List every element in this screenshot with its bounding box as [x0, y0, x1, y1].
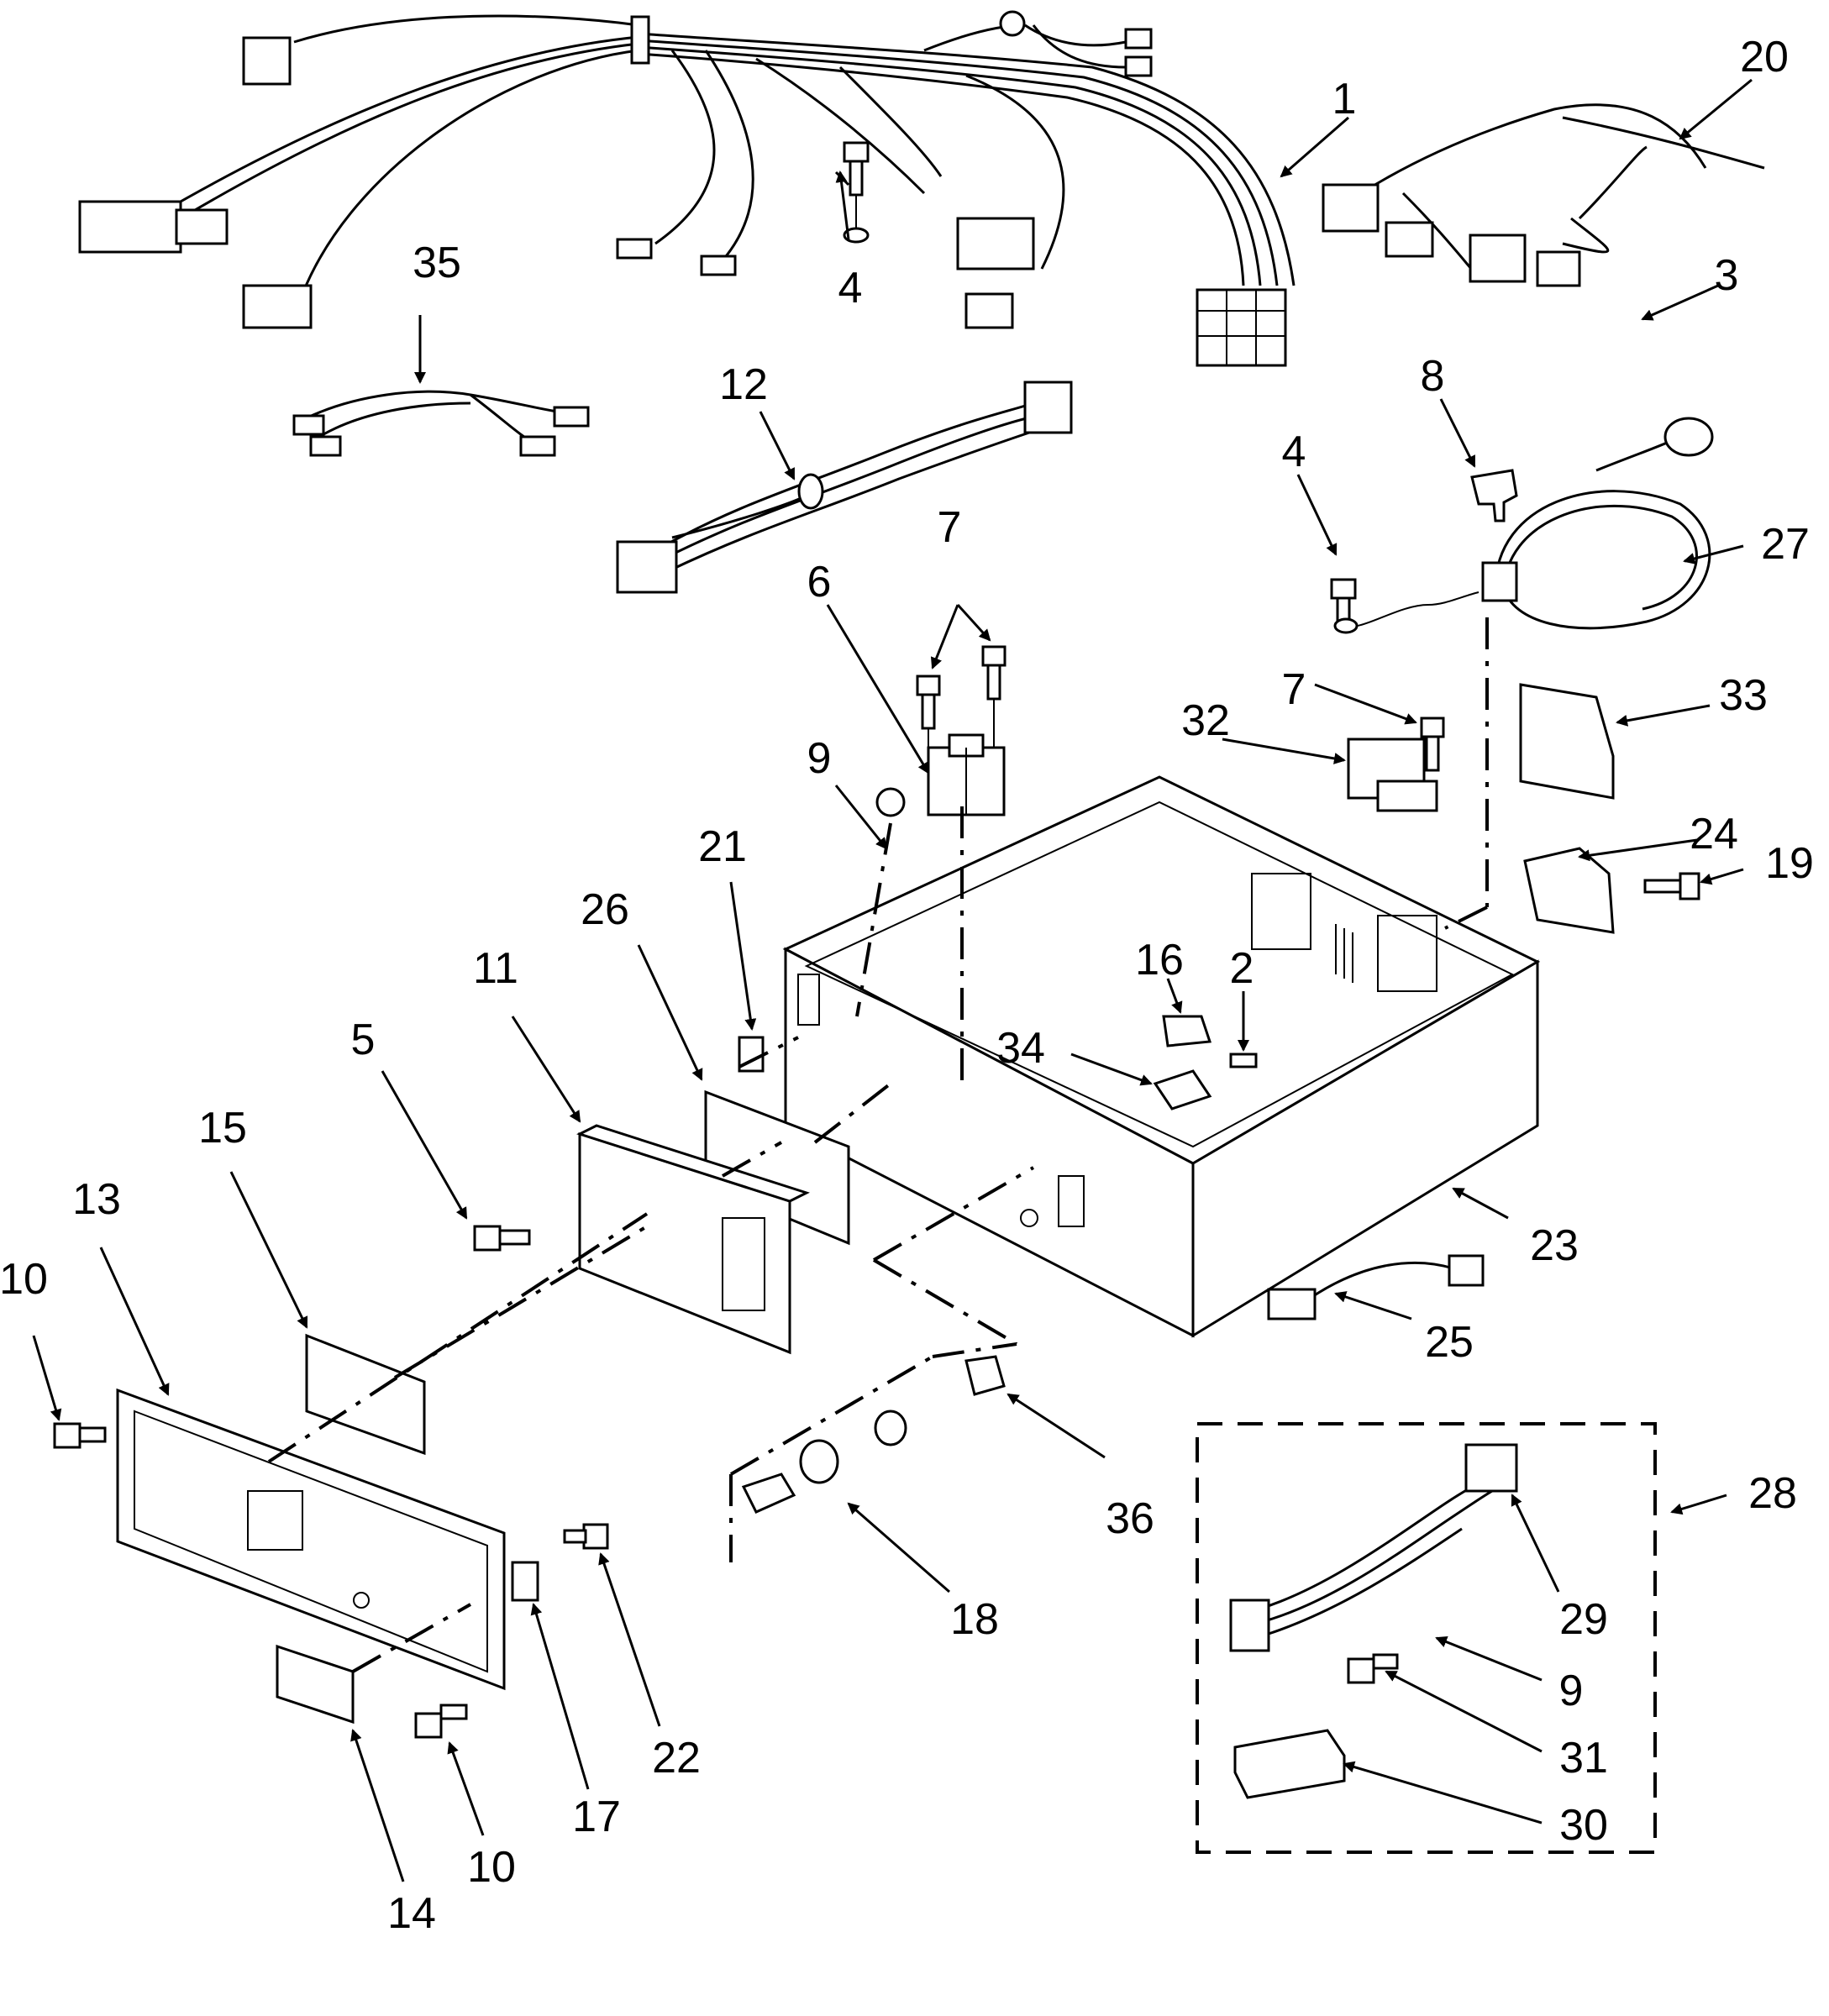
callout-13: 13: [72, 1175, 121, 1224]
clip-nut: [511, 1561, 539, 1602]
leader-arrows: [32, 78, 1753, 1882]
wire-harness-29: [1229, 1443, 1518, 1652]
callout-25: 25: [1425, 1318, 1474, 1367]
lock-assembly: [741, 1410, 907, 1514]
exploded-lines: [267, 617, 1489, 1673]
callout-2: 2: [1230, 944, 1254, 993]
callout-8: 8: [1421, 352, 1445, 401]
spade-terminal: [700, 255, 737, 276]
jumper-wire: [1267, 1254, 1485, 1320]
callout-22: 22: [652, 1734, 701, 1782]
cover-bracket: [1523, 847, 1615, 934]
callout-23: 23: [1530, 1221, 1579, 1270]
connector-block: [242, 284, 313, 329]
ground-screw: [843, 141, 870, 244]
wire-harness-20: [1322, 103, 1765, 287]
callout-17: 17: [572, 1793, 621, 1841]
callout-7a: 7: [938, 503, 962, 552]
grommet: [875, 787, 906, 817]
callout-4a: 4: [838, 264, 863, 312]
callout-9b: 9: [1559, 1667, 1584, 1715]
callout-34: 34: [996, 1024, 1045, 1073]
mounting-screw: [916, 645, 1445, 781]
ground-screw: [1330, 578, 1479, 634]
control-board: [1519, 683, 1615, 800]
connector-block: [1469, 234, 1527, 283]
console-screw: [473, 1225, 531, 1252]
screw-22: [563, 1523, 609, 1550]
panel-screw: [53, 1422, 107, 1449]
callout-36: 36: [1106, 1494, 1154, 1543]
callout-12: 12: [719, 360, 768, 409]
connector-block: [1196, 288, 1287, 367]
connector-block: [956, 217, 1035, 270]
console-bracket: [576, 1124, 810, 1355]
callout-9a: 9: [807, 734, 832, 783]
power-plug: [1663, 417, 1714, 457]
callout-31: 31: [1559, 1734, 1608, 1782]
callout-30: 30: [1559, 1801, 1608, 1850]
connector-block: [1322, 183, 1380, 233]
callout-21: 21: [698, 822, 747, 871]
connector-plug: [78, 200, 182, 254]
wire-harness-main: [78, 10, 1296, 367]
display-window: [305, 1333, 426, 1456]
switch-bracket: [1153, 1069, 1212, 1110]
cabinet-base: [782, 775, 1541, 1338]
strain-relief: [1481, 561, 1518, 602]
insulation-panel: [704, 1089, 850, 1246]
callout-6: 6: [807, 558, 832, 606]
lock-cover: [1233, 1729, 1346, 1799]
screw-31: [1347, 1653, 1399, 1684]
callout-10b: 10: [467, 1843, 516, 1892]
grommet: [999, 10, 1026, 37]
power-cord: [1481, 417, 1714, 630]
callout-20: 20: [1740, 33, 1789, 81]
callout-26: 26: [581, 885, 629, 934]
callout-32: 32: [1181, 696, 1230, 745]
panel-screw: [414, 1704, 468, 1739]
callout-1: 1: [1332, 75, 1357, 123]
callout-28: 28: [1748, 1469, 1797, 1518]
callout-4b: 4: [1282, 428, 1306, 476]
wire-harness-35: [292, 390, 590, 457]
connector-plug: [616, 540, 678, 594]
serial-label: [276, 1644, 355, 1725]
lock-clip: [964, 1355, 1006, 1396]
callout-27: 27: [1761, 520, 1810, 569]
door-switch: [1162, 1015, 1212, 1047]
callout-5: 5: [351, 1016, 376, 1064]
wire-harness-12: [616, 381, 1073, 594]
connector-plug: [1023, 381, 1073, 434]
harness-clip: [797, 473, 824, 510]
screw: [1229, 1053, 1258, 1068]
callout-10a: 10: [0, 1255, 48, 1304]
callout-33: 33: [1719, 671, 1768, 720]
noise-filter: [1347, 738, 1438, 812]
callout-11: 11: [473, 944, 518, 993]
connector-plug: [964, 292, 1014, 329]
callout-19: 19: [1765, 839, 1814, 888]
connector-plug: [242, 36, 292, 86]
callout-7c: 7: [1282, 665, 1306, 714]
callout-18: 18: [950, 1595, 999, 1644]
callout-29: 29: [1559, 1595, 1608, 1644]
callout-14: 14: [387, 1889, 436, 1938]
cord-clip: [1470, 469, 1518, 522]
harness-clip: [630, 15, 650, 65]
callout-16: 16: [1135, 936, 1184, 984]
relay: [927, 733, 1006, 816]
callout-3: 3: [1715, 251, 1739, 300]
callout-labels: 1 20 3 8 4 27 33 7 32 24 19 7 4 35 12 6 …: [0, 33, 1814, 1938]
callout-24: 24: [1690, 810, 1738, 858]
callout-35: 35: [413, 239, 461, 287]
spade-terminal: [616, 238, 653, 260]
cover-screw: [1643, 872, 1700, 900]
callout-15: 15: [198, 1104, 247, 1152]
console-panel: [116, 1388, 506, 1691]
